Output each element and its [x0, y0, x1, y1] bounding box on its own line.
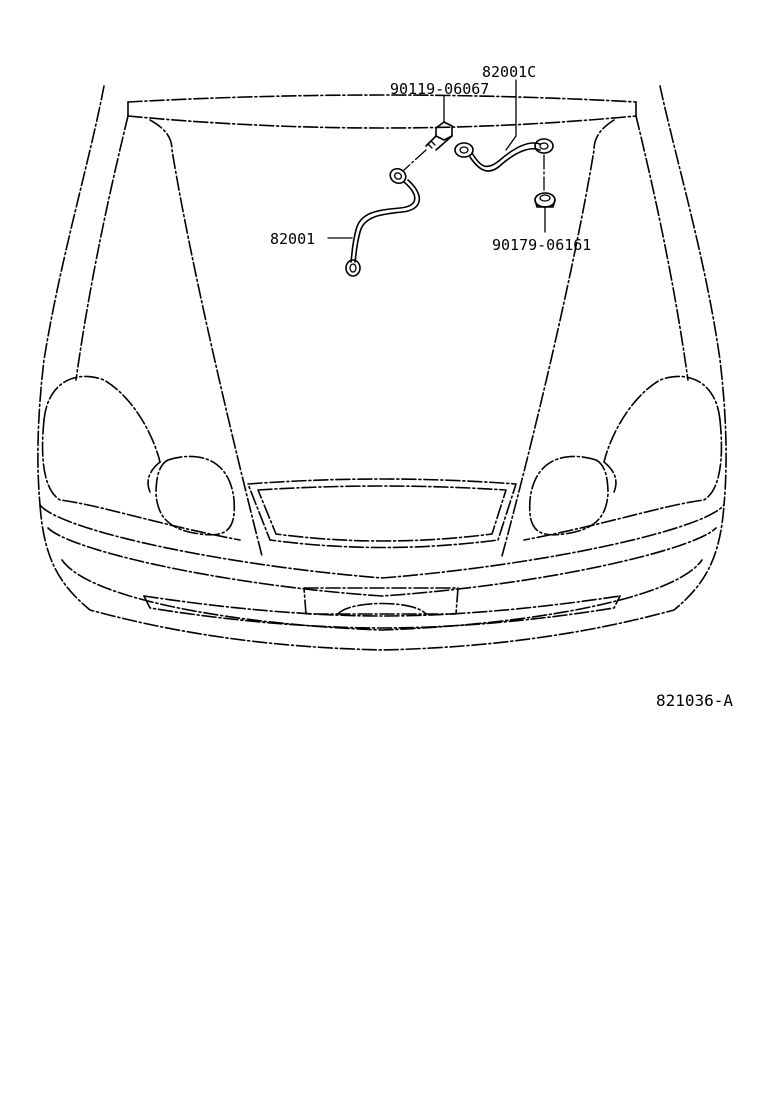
hose-82001c	[454, 138, 554, 172]
clip-90179	[534, 154, 556, 208]
label-90179-06161: 90179-06161	[492, 236, 591, 254]
wire-82001	[345, 167, 421, 277]
diagram-reference-number: 821036-A	[656, 691, 733, 710]
label-90119-06067: 90119-06067	[390, 80, 489, 98]
label-82001c: 82001C	[482, 63, 536, 81]
label-82001: 82001	[270, 230, 315, 248]
leader-lines	[327, 79, 546, 239]
bolt-90119	[403, 121, 453, 171]
car-body-outline	[37, 85, 727, 651]
